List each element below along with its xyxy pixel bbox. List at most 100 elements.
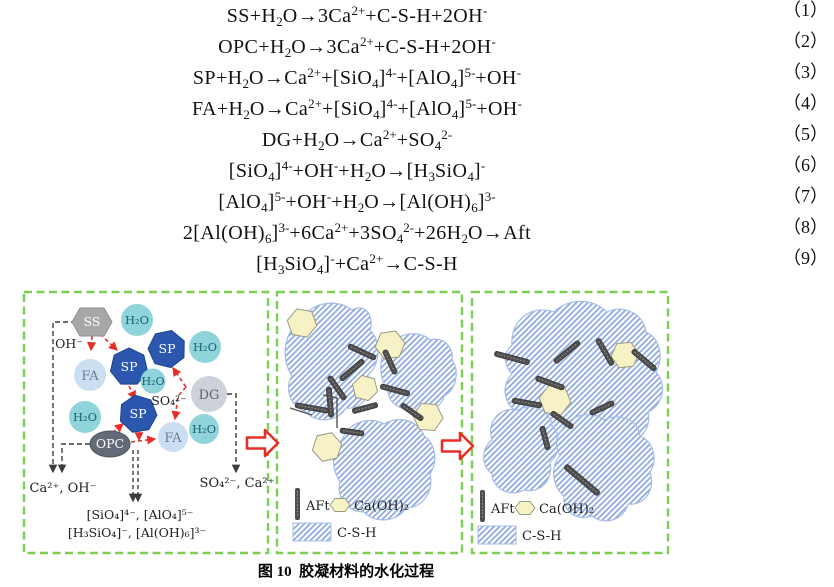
ss-label: SS: [84, 314, 101, 329]
equation-number: （6）: [783, 155, 828, 175]
equation-number: （3）: [783, 62, 828, 82]
fa-label: FA: [164, 431, 182, 446]
caoh2-hexagon: [286, 308, 318, 338]
csh-gel-blob: [553, 413, 655, 522]
equation-row: [AlO4]5-+OH-+H2O→[Al(OH)6]3- （7）: [0, 181, 834, 215]
h2o-label: H₂O: [141, 375, 164, 388]
equation-formula: [SiO4]4-+OH-+H2O→[H3SiO4]-: [228, 158, 486, 184]
aft-rod: [595, 338, 615, 366]
equation-row: OPC+H2O→3Ca2++C-S-H+2OH- （2）: [0, 26, 834, 60]
legend-aft-label: AFt: [305, 499, 330, 514]
aft-rod: [511, 397, 543, 409]
h2o-particle: H₂O: [121, 304, 153, 336]
black-dashed-arrow: [48, 321, 76, 474]
equation-number: （8）: [783, 217, 828, 237]
legend-csh-swatch: [477, 525, 517, 545]
legend-caoh2-label: Ca(OH)₂: [354, 499, 409, 514]
h2o-label: H₂O: [193, 340, 217, 354]
panel-raw-materials-border: [22, 290, 270, 555]
equation-formula: OPC+H2O→3Ca2++C-S-H+2OH-: [218, 34, 496, 60]
sp-particle: SP: [109, 347, 149, 385]
legend: AFt Ca(OH)₂ C-S-H: [292, 488, 409, 542]
sp-label: SP: [121, 359, 138, 374]
so4-label: SO₄²⁻: [151, 393, 186, 408]
equation-formula: 2[Al(OH)6]3-+6Ca2++3SO42-+26H2O→Aft: [182, 220, 532, 246]
fa-label: FA: [81, 369, 99, 384]
equation-formula: SS+H2O→3Ca2++C-S-H+2OH-: [226, 3, 488, 29]
aft-rod: [535, 375, 565, 391]
panel-raw-materials: SS H₂O SP H₂O SP FA: [30, 304, 275, 540]
caoh2-hexagon: [311, 432, 343, 462]
ss-particle: SS: [71, 307, 113, 337]
equation-formula: FA+H2O→Ca2++[SiO4]4-+[AlO4]5-+OH-: [192, 96, 522, 122]
aft-rod: [550, 410, 574, 430]
panel-late-hydration: AFt Ca(OH)₂ C-S-H: [477, 301, 664, 545]
aft-rod: [347, 343, 377, 361]
sp-label: SP: [130, 406, 147, 421]
aft-rod: [325, 386, 335, 418]
legend-caoh2-swatch: [329, 498, 351, 512]
fa-particle: FA: [74, 359, 106, 391]
equation-number: （2）: [783, 31, 828, 51]
equation-number: （1）: [783, 0, 828, 20]
equation-row: SP+H2O→Ca2++[SiO4]4-+[AlO4]5-+OH- （3）: [0, 57, 834, 91]
ions-output-line2: [H₃SiO₄]⁻, [Al(OH)₆]³⁻: [68, 525, 206, 540]
equation-list: SS+H2O→3Ca2++C-S-H+2OH- （1） OPC+H2O→3Ca2+…: [0, 0, 834, 277]
h2o-label: H₂O: [125, 313, 149, 327]
h2o-particle: H₂O: [140, 368, 166, 394]
aft-rod: [631, 348, 657, 372]
equation-formula: DG+H2O→Ca2++SO42-: [261, 127, 453, 153]
red-dashed-arrow: [130, 435, 157, 445]
legend-caoh2-label: Ca(OH)₂: [539, 502, 594, 517]
equation-row: DG+H2O→Ca2++SO42-（5）: [0, 119, 834, 153]
process-arrow-icon: [440, 431, 475, 461]
aft-rod: [327, 375, 347, 401]
csh-gel-blob: [332, 419, 436, 521]
dg-label: DG: [199, 388, 220, 403]
opc-label: OPC: [96, 436, 124, 451]
aft-rod: [400, 402, 424, 422]
hydration-figure-svg: SS H₂O SP H₂O SP FA: [22, 290, 670, 555]
process-arrow-icon: [245, 428, 280, 458]
equation-row: SS+H2O→3Ca2++C-S-H+2OH- （1）: [0, 0, 834, 29]
equation-formula: SP+H2O→Ca2++[SiO4]4-+[AlO4]5-+OH-: [192, 65, 522, 91]
opc-particle: OPC: [89, 430, 131, 458]
equation-number: （4）: [783, 93, 828, 113]
aft-rod: [494, 351, 530, 365]
equation-formula: [AlO4]5-+OH-+H2O→[Al(OH)6]3-: [218, 189, 496, 215]
equation-number: （9）: [783, 248, 828, 268]
sp-particle: SP: [119, 394, 158, 433]
dg-particle: DG: [191, 376, 227, 412]
caoh2-hexagon: [412, 402, 444, 432]
legend-aft-label: AFt: [490, 502, 515, 517]
aft-rod: [351, 402, 379, 414]
ions-output-line1: [SiO₄]⁴⁻, [AlO₄]⁵⁻: [87, 507, 194, 522]
equation-row: 2[Al(OH)6]3-+6Ca2++3SO42-+26H2O→Aft （8）: [0, 212, 834, 246]
equation-formula: [H3SiO4]-+Ca2+→C-S-H: [256, 251, 458, 277]
panel-early-hydration-border: [275, 290, 464, 555]
panel-early-hydration: AFt Ca(OH)₂ C-S-H: [284, 302, 457, 542]
h2o-label: H₂O: [192, 422, 216, 436]
panel-late-hydration-border: [470, 290, 670, 555]
legend-csh-label: C-S-H: [522, 529, 561, 544]
aft-rod: [339, 358, 365, 382]
h2o-particle: H₂O: [69, 401, 101, 433]
legend: AFt Ca(OH)₂ C-S-H: [477, 490, 594, 545]
aft-rod: [339, 427, 365, 437]
legend-csh-swatch: [292, 522, 332, 542]
equation-row: [SiO4]4-+OH-+H2O→[H3SiO4]- （6）: [0, 150, 834, 184]
equation-row: FA+H2O→Ca2++[SiO4]4-+[AlO4]5-+OH- （4）: [0, 88, 834, 122]
red-dashed-arrow: [172, 366, 187, 388]
hydration-figure: SS H₂O SP H₂O SP FA: [22, 290, 670, 555]
so4-ca-output-label: SO₄²⁻, Ca²⁺: [200, 476, 275, 491]
equation-row: [H3SiO4]-+Ca2+→C-S-H （9）: [0, 243, 834, 277]
aft-rod: [382, 349, 398, 375]
equation-number: （7）: [783, 186, 828, 206]
aft-rod: [380, 383, 410, 397]
black-dashed-arrow: [57, 443, 90, 474]
legend-caoh2-swatch: [514, 501, 536, 515]
caoh2-hexagon: [351, 374, 379, 402]
h2o-particle: H₂O: [189, 414, 219, 444]
ca-oh-output-label: Ca²⁺, OH⁻: [30, 481, 97, 496]
oh-minus-label: OH⁻: [55, 336, 83, 351]
